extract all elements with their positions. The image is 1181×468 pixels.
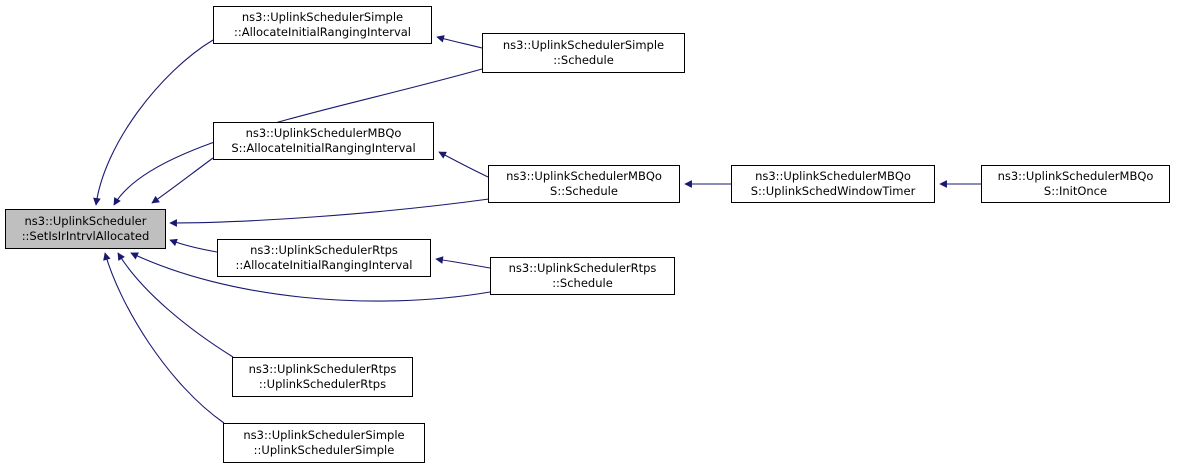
edge-simple-schedule-to-simple-alloc: [436, 35, 483, 49]
edge-rtps-alloc-to-main: [169, 238, 218, 253]
node-label-line1: ns3::UplinkSchedulerSimple: [241, 9, 404, 24]
node-label-line2: ::Schedule: [553, 53, 614, 67]
edge-rtps-ctor-to-main: [117, 252, 234, 358]
node-label-line1: ns3::UplinkSchedulerMBQo: [506, 168, 662, 183]
node-label-line2: ::AllocateInitialRangingInterval: [233, 25, 411, 39]
edge-mbqos-schedule-to-mbqos-alloc: [438, 151, 489, 178]
edge-rtps-schedule-to-main: [130, 252, 491, 302]
node-label-line1: ns3::UplinkSchedulerMBQo: [245, 125, 402, 140]
node-label-line2: S::UplinkSchedWindowTimer: [750, 184, 916, 198]
node-uplinkschedulermbqos-uplinkschedwindowtimer[interactable]: ns3::UplinkSchedulerMBQo S::UplinkSchedW…: [731, 165, 935, 203]
node-label-line1: ns3::UplinkScheduler: [24, 213, 147, 228]
node-uplinkschedulersimple-schedule[interactable]: ns3::UplinkSchedulerSimple ::Schedule: [482, 33, 685, 73]
node-label-line1: ns3::UplinkSchedulerRtps: [508, 260, 657, 275]
node-label-line1: ns3::UplinkSchedulerRtps: [248, 361, 397, 376]
edge-mbqos-alloc-to-main: [151, 157, 214, 204]
node-uplinkschedulersimple-constructor[interactable]: ns3::UplinkSchedulerSimple ::UplinkSched…: [223, 423, 425, 463]
node-label-line1: ns3::UplinkSchedulerSimple: [243, 427, 405, 442]
node-uplinkschedulerrtps-constructor[interactable]: ns3::UplinkSchedulerRtps ::UplinkSchedul…: [232, 357, 413, 397]
node-uplinkschedulerrtps-allocateinitialranginginterval[interactable]: ns3::UplinkSchedulerRtps ::AllocateIniti…: [217, 239, 431, 277]
node-label-line2: S::AllocateInitialRangingInterval: [231, 141, 416, 155]
node-uplinkschedulermbqos-schedule[interactable]: ns3::UplinkSchedulerMBQo S::Schedule: [488, 165, 680, 203]
node-uplinkschedulersimple-allocateinitialranginginterval[interactable]: ns3::UplinkSchedulerSimple ::AllocateIni…: [213, 6, 432, 44]
node-uplinkscheduler-setisirintrvlallocated[interactable]: ns3::UplinkScheduler ::SetIsIrIntrvlAllo…: [5, 209, 166, 249]
node-uplinkschedulermbqos-initonce[interactable]: ns3::UplinkSchedulerMBQo S::InitOnce: [981, 165, 1170, 203]
edge-simple-ctor-to-main: [103, 252, 225, 424]
node-label-line2: ::SetIsIrIntrvlAllocated: [21, 229, 150, 243]
edge-simple-alloc-to-main: [93, 39, 214, 206]
node-label-line2: ::Schedule: [552, 276, 613, 290]
node-label-line2: ::UplinkSchedulerRtps: [258, 377, 387, 391]
node-label-line1: ns3::UplinkSchedulerSimple: [502, 37, 665, 52]
node-label-line1: ns3::UplinkSchedulerMBQo: [755, 168, 911, 183]
node-label-line2: S::Schedule: [550, 184, 618, 198]
edge-group: [93, 35, 981, 424]
edge-mbqos-schedule-to-main: [169, 198, 490, 227]
node-uplinkschedulerrtps-schedule[interactable]: ns3::UplinkSchedulerRtps ::Schedule: [490, 257, 675, 295]
node-label-line2: ::AllocateInitialRangingInterval: [235, 258, 413, 272]
node-label-line1: ns3::UplinkSchedulerMBQo: [997, 168, 1154, 183]
edge-rtps-schedule-to-rtps-alloc: [435, 256, 491, 269]
node-label-line1: ns3::UplinkSchedulerRtps: [250, 242, 398, 257]
node-label-line2: ::UplinkSchedulerSimple: [253, 443, 395, 457]
node-uplinkschedulermbqos-allocateinitialranginginterval[interactable]: ns3::UplinkSchedulerMBQo S::AllocateInit…: [213, 122, 434, 160]
node-label-line2: S::InitOnce: [1043, 184, 1108, 198]
